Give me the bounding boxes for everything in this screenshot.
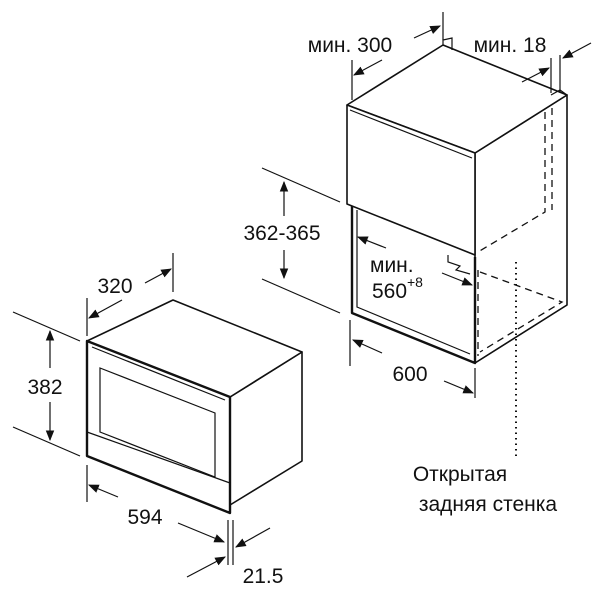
min-width-tolerance: +8 [407, 274, 423, 290]
cabinet-upper-front [346, 104, 476, 256]
depth-label: 320 [97, 275, 132, 298]
front-panel-label: 21.5 [243, 565, 284, 588]
microwave-dimensions: 320 382 594 21.5 [12, 253, 284, 588]
cabinet-drawing [346, 37, 568, 458]
microwave-window [99, 367, 216, 478]
microwave-drawing [85, 299, 303, 515]
min-width-value: 560 [372, 280, 407, 303]
open-back-note-line2: задняя стенка [419, 493, 558, 516]
min-width-prefix: мин. [370, 254, 414, 277]
min-wall-label: мин. 18 [474, 34, 547, 57]
cabinet-width-label: 600 [392, 363, 427, 386]
open-back-note-line1: Открытая [413, 463, 507, 486]
cabinet-dimensions: мин. 300 мин. 18 362-365 мин. 560 +8 600… [243, 12, 592, 516]
min-depth-label: мин. 300 [308, 34, 392, 57]
height-label: 382 [27, 376, 62, 399]
niche-frame [350, 206, 477, 365]
niche-height-label: 362-365 [243, 222, 320, 245]
width-label: 594 [127, 506, 162, 529]
